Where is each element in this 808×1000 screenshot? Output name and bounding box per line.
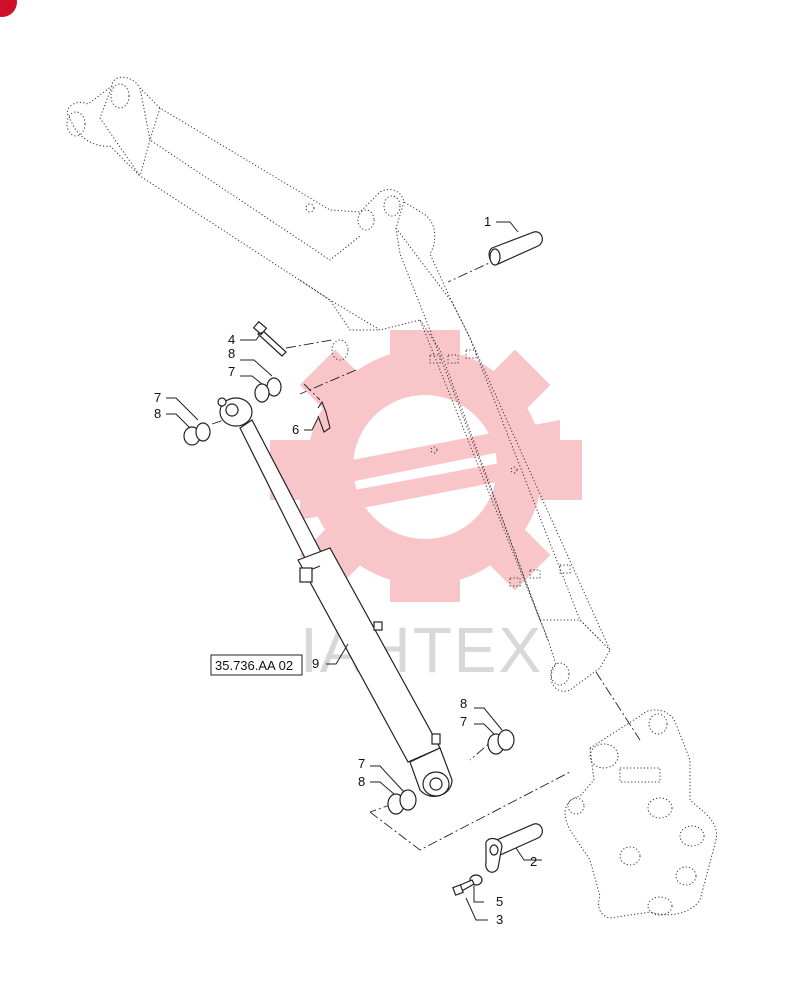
reference-box-label: 35.736.AA 02 bbox=[215, 658, 293, 673]
callout-labels: 1 2 3 4 5 6 7 8 8 7 8 7 7 8 9 bbox=[154, 214, 537, 927]
watermark-logo bbox=[270, 330, 582, 602]
callout-8-upper-left: 8 bbox=[154, 406, 161, 421]
callout-1: 1 bbox=[484, 214, 491, 229]
callout-7-upper-left: 7 bbox=[154, 390, 161, 405]
bucket-linkage bbox=[564, 709, 717, 919]
clip-part-6 bbox=[317, 400, 331, 433]
callout-leaders bbox=[166, 221, 542, 921]
boom-arm bbox=[66, 76, 611, 692]
callout-3: 3 bbox=[496, 912, 503, 927]
bolt-part-3 bbox=[452, 879, 475, 896]
pin-part-2 bbox=[485, 823, 543, 873]
bolt-part-4 bbox=[252, 320, 287, 357]
callout-5: 5 bbox=[496, 894, 503, 909]
reference-box[interactable]: 35.736.AA 02 bbox=[210, 654, 303, 676]
callout-2: 2 bbox=[530, 854, 537, 869]
callout-6: 6 bbox=[292, 422, 299, 437]
callout-7-lower-right: 7 bbox=[460, 714, 467, 729]
upper-shim-rings bbox=[183, 377, 282, 446]
callout-9: 9 bbox=[312, 656, 319, 671]
lower-shim-rings bbox=[387, 729, 515, 815]
callout-8-lower-right: 8 bbox=[460, 696, 467, 711]
hydraulic-cylinder-part-9 bbox=[217, 397, 453, 797]
callout-8-upper-right: 8 bbox=[228, 346, 235, 361]
callout-8-lower-left: 8 bbox=[358, 774, 365, 789]
callout-4: 4 bbox=[228, 332, 235, 347]
corner-badge bbox=[0, 0, 17, 17]
callout-7-upper-right: 7 bbox=[228, 364, 235, 379]
callout-7-lower-left: 7 bbox=[358, 756, 365, 771]
pin-part-1 bbox=[488, 231, 543, 266]
